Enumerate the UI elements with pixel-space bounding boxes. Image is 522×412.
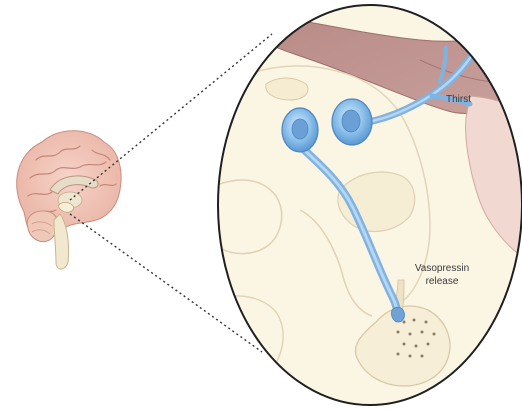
supraoptic-nucleus-core [292,119,308,139]
magnified-view [214,5,522,405]
brain-illustration [17,131,121,269]
paraventricular-nucleus-core [342,110,360,132]
vasopressin-label-line1: Vasopressin [415,263,469,274]
vasopressin-label-line2: release [426,276,459,287]
brain-cerebellum [27,211,58,242]
thirst-label: Thirst [446,94,471,105]
axon-terminal [391,307,404,322]
